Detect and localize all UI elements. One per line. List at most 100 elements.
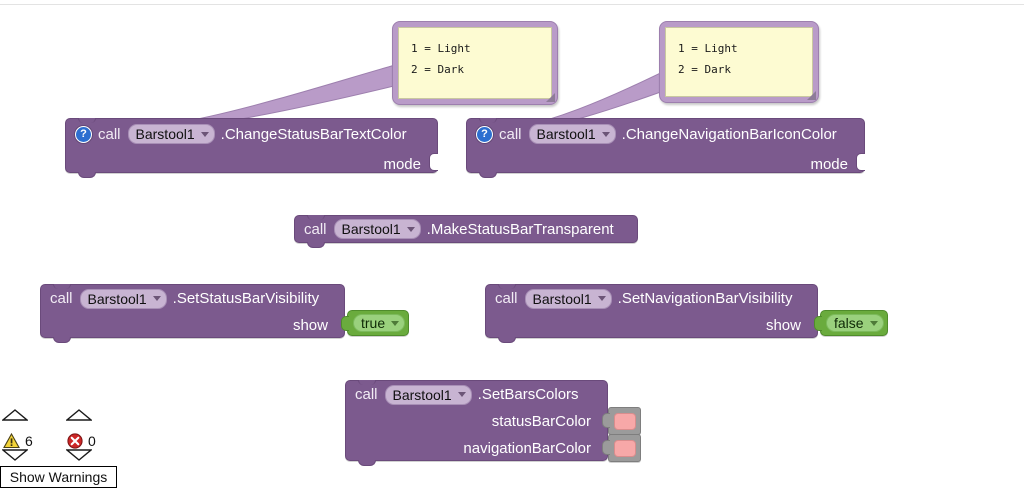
error-prev-arrow-icon[interactable]	[65, 409, 93, 421]
output-plug	[602, 440, 610, 455]
comment-resize-handle-icon[interactable]	[807, 91, 816, 100]
component-dropdown[interactable]: Barstool1	[528, 124, 616, 144]
chevron-down-icon	[406, 226, 415, 232]
param-label-show: show	[292, 317, 328, 334]
chevron-down-icon	[152, 296, 161, 301]
method-name: .SetBarsColors	[477, 386, 579, 403]
chevron-down-icon	[869, 320, 878, 326]
method-name: .SetStatusBarVisibility	[172, 290, 320, 307]
color-swatch[interactable]	[613, 412, 636, 430]
component-dropdown[interactable]: Barstool1	[333, 219, 421, 239]
color-swatch[interactable]	[613, 439, 636, 457]
component-dropdown[interactable]: Barstool1	[127, 124, 215, 144]
workspace-top-divider	[0, 4, 1024, 5]
component-name: Barstool1	[135, 126, 195, 142]
param-label-navigation-bar-color: navigationBarColor	[463, 440, 591, 457]
boolean-value: true	[361, 315, 386, 331]
param-label-show: show	[765, 317, 801, 334]
block-top-notch	[479, 118, 497, 123]
boolean-dropdown-false[interactable]: false	[826, 314, 884, 332]
warning-count: 6	[25, 433, 33, 449]
component-dropdown[interactable]: Barstool1	[79, 288, 167, 309]
comment-text-1: 1 = Light 2 = Dark	[398, 27, 552, 99]
boolean-value: false	[834, 315, 864, 331]
call-keyword: call	[304, 220, 327, 238]
output-plug	[341, 316, 349, 331]
block-bottom-nub	[307, 242, 325, 248]
block-top-notch	[498, 284, 516, 289]
color-block-status-bar-color[interactable]	[602, 407, 641, 435]
comment-line-2: 2 = Dark	[678, 63, 731, 76]
comment-bubble-2[interactable]: 1 = Light 2 = Dark	[659, 21, 819, 103]
show-warnings-button[interactable]: Show Warnings	[0, 466, 117, 488]
block-set-status-bar-visibility[interactable]: call Barstool1 .SetStatusBarVisibility s…	[40, 284, 345, 343]
warning-nav-arrows	[1, 408, 32, 466]
warning-prev-arrow-icon[interactable]	[1, 409, 29, 421]
component-name: Barstool1	[87, 290, 147, 307]
param-label-mode: mode	[383, 155, 421, 173]
chevron-down-icon	[391, 320, 400, 326]
param-label-status-bar-color: statusBarColor	[491, 413, 591, 430]
output-plug	[814, 316, 822, 331]
comment-bubble-1[interactable]: 1 = Light 2 = Dark	[392, 21, 558, 105]
component-name: Barstool1	[392, 386, 452, 403]
method-name: .ChangeStatusBarTextColor	[220, 125, 407, 143]
block-top-notch	[53, 284, 71, 289]
component-name: Barstool1	[536, 126, 596, 142]
block-header-row: call Barstool1 .MakeStatusBarTransparent	[295, 216, 637, 242]
comment-line-1: 1 = Light	[411, 42, 471, 55]
output-plug	[602, 413, 610, 428]
error-next-arrow-icon[interactable]	[65, 449, 93, 461]
block-change-status-bar-text-color[interactable]: ? call Barstool1 .ChangeStatusBarTextCol…	[65, 118, 438, 178]
call-keyword: call	[355, 386, 378, 403]
block-make-status-bar-transparent[interactable]: call Barstool1 .MakeStatusBarTransparent	[294, 215, 638, 248]
param-row-mode: mode	[467, 149, 864, 179]
comment-line-1: 1 = Light	[678, 42, 738, 55]
block-bottom-nub	[53, 337, 71, 343]
comment-text-2: 1 = Light 2 = Dark	[665, 27, 813, 97]
block-bottom-nub	[358, 460, 376, 466]
error-badge: 0	[67, 433, 96, 449]
value-socket-mode[interactable]	[856, 153, 865, 171]
value-socket-mode[interactable]	[429, 153, 438, 171]
call-keyword: call	[495, 290, 518, 307]
warning-badge: 6	[3, 433, 33, 449]
block-header-row: ? call Barstool1 .ChangeStatusBarTextCol…	[66, 119, 437, 149]
block-set-bars-colors[interactable]: call Barstool1 .SetBarsColors statusBarC…	[345, 380, 608, 466]
block-set-navigation-bar-visibility[interactable]: call Barstool1 .SetNavigationBarVisibili…	[485, 284, 818, 343]
logic-block-false[interactable]: false	[814, 310, 888, 336]
block-change-navigation-bar-icon-color[interactable]: ? call Barstool1 .ChangeNavigationBarIco…	[466, 118, 865, 178]
component-dropdown[interactable]: Barstool1	[524, 288, 612, 309]
call-keyword: call	[50, 290, 73, 307]
chevron-down-icon	[601, 131, 610, 137]
show-warnings-label: Show Warnings	[9, 469, 108, 485]
warning-triangle-icon	[3, 433, 20, 449]
param-row-status-bar-color: statusBarColor	[346, 408, 607, 435]
warning-error-indicator: 6 0	[0, 408, 140, 482]
chevron-down-icon	[457, 392, 466, 397]
chevron-down-icon	[597, 296, 606, 301]
component-name: Barstool1	[341, 221, 401, 237]
param-row-show: show	[41, 312, 344, 339]
param-row-navigation-bar-color: navigationBarColor	[346, 435, 607, 462]
block-top-notch	[78, 118, 96, 123]
block-header-row: ? call Barstool1 .ChangeNavigationBarIco…	[467, 119, 864, 149]
block-top-notch	[307, 215, 325, 220]
help-icon[interactable]: ?	[476, 125, 493, 143]
component-dropdown[interactable]: Barstool1	[384, 384, 472, 405]
error-nav-arrows	[65, 408, 96, 466]
chevron-down-icon	[200, 131, 209, 137]
color-block-navigation-bar-color[interactable]	[602, 434, 641, 462]
help-icon[interactable]: ?	[75, 125, 92, 143]
block-header-row: call Barstool1 .SetStatusBarVisibility	[41, 285, 344, 312]
comment-resize-handle-icon[interactable]	[546, 93, 555, 102]
logic-block-true[interactable]: true	[341, 310, 409, 336]
method-name: .MakeStatusBarTransparent	[426, 220, 614, 238]
warning-next-arrow-icon[interactable]	[1, 449, 29, 461]
error-circle-icon	[67, 433, 83, 449]
param-row-show: show	[486, 312, 817, 339]
block-header-row: call Barstool1 .SetNavigationBarVisibili…	[486, 285, 817, 312]
comment-line-2: 2 = Dark	[411, 63, 464, 76]
boolean-dropdown-true[interactable]: true	[353, 314, 406, 332]
